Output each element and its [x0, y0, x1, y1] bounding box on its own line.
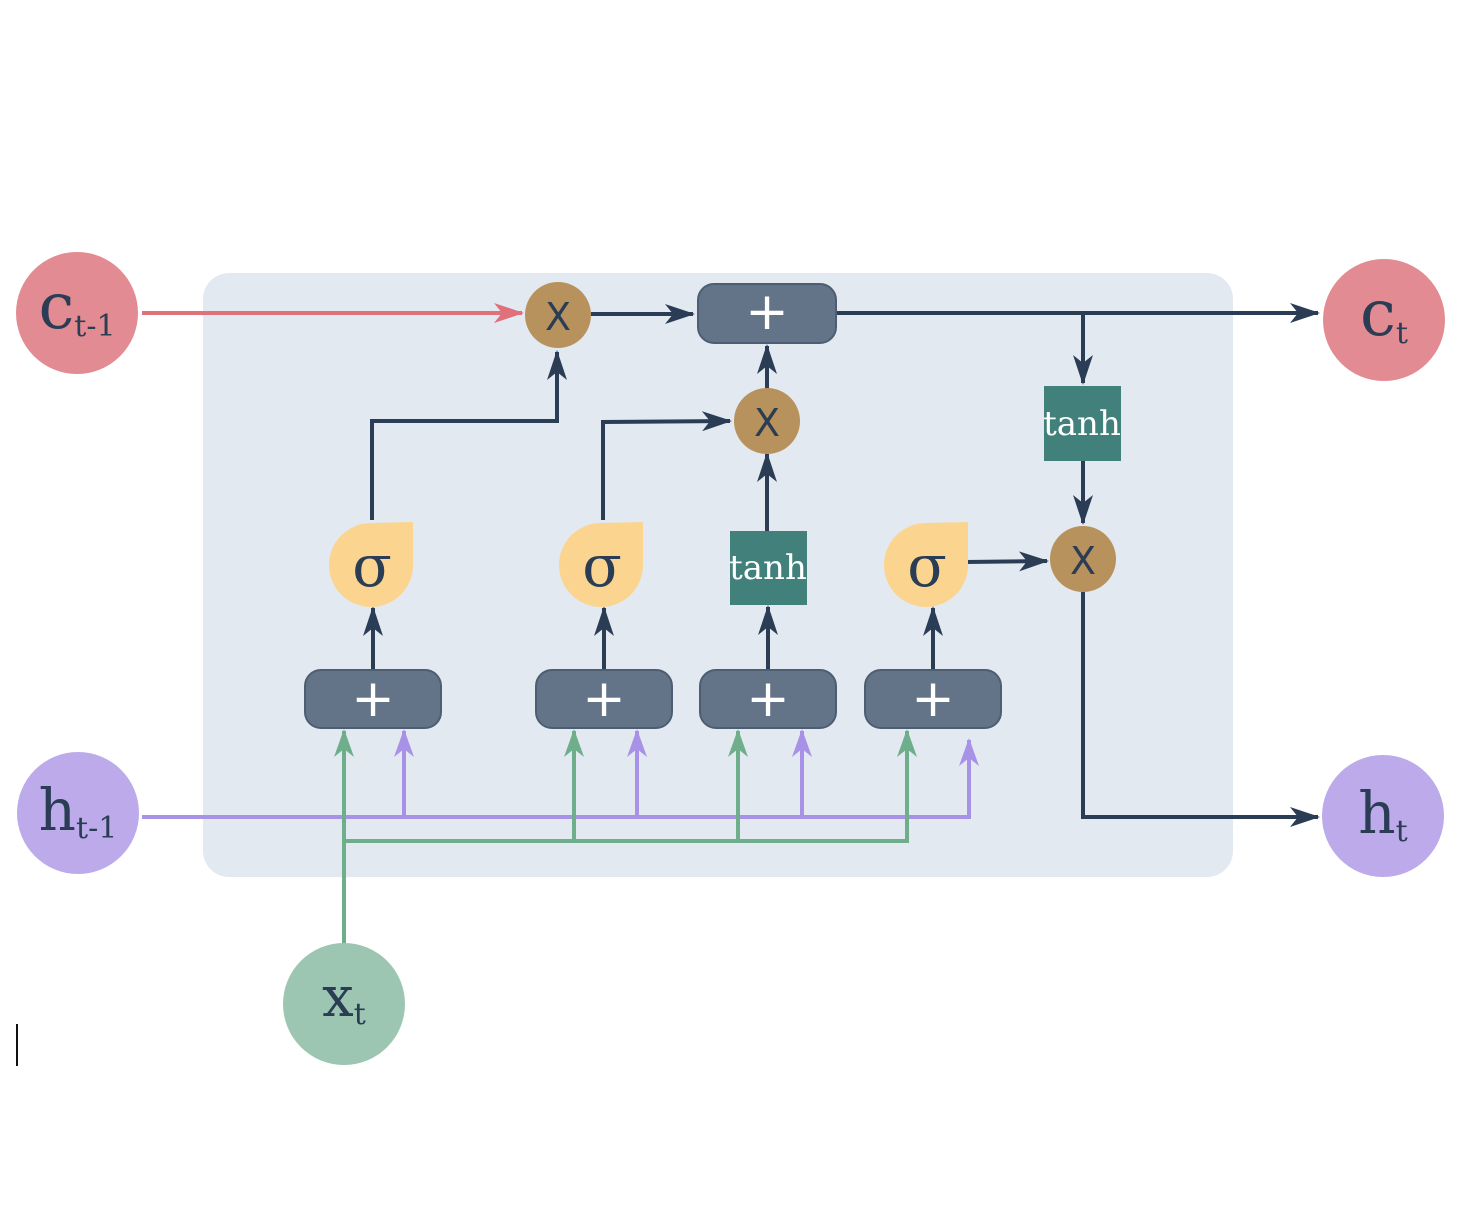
prev-cell-state-sub: t-1 [74, 309, 115, 344]
output-multiply-node: X [1050, 526, 1116, 592]
input-node: xt [283, 943, 405, 1065]
input-bus [344, 729, 917, 843]
input-add-node: + [535, 669, 673, 729]
candidate-add-node: + [699, 669, 837, 729]
output-to-hidden-line [1081, 592, 1320, 827]
svg-text:xt: xt [322, 965, 366, 1032]
forget-add-label: + [351, 669, 395, 729]
candidate-tanh-node: tanh [729, 531, 807, 605]
input-sigmoid-node: σ [559, 522, 643, 607]
forget-multiply-label: X [545, 295, 571, 339]
forget-gate-line [370, 350, 567, 520]
next-hidden-state-main: h [1358, 779, 1395, 847]
next-cell-state-main: c [1360, 277, 1396, 351]
output-multiply-label: X [1070, 539, 1096, 583]
forget-sigmoid-label: σ [352, 532, 392, 600]
prev-hidden-state-node: ht-1 [17, 752, 139, 874]
svg-text:ht: ht [1358, 779, 1407, 849]
prev-cell-state-node: ct-1 [16, 252, 138, 374]
prev-hidden-state-sub: t-1 [76, 811, 117, 846]
input-multiply-node: X [734, 388, 800, 454]
forget-sigmoid-node: σ [329, 522, 413, 607]
forget-multiply-node: X [525, 282, 591, 348]
output-sigmoid-label: σ [907, 532, 947, 600]
svg-text:ht-1: ht-1 [39, 776, 118, 846]
output-sigmoid-node: σ [884, 522, 968, 607]
output-add-label: + [911, 669, 955, 729]
cell-add-node: + [697, 282, 837, 344]
candidate-add-label: + [746, 669, 790, 729]
input-sub: t [354, 997, 366, 1032]
next-cell-state-node: ct [1323, 259, 1445, 381]
input-add-label: + [582, 669, 626, 729]
input-main: x [322, 965, 354, 1030]
output-gate-line [965, 551, 1049, 572]
input-sigmoid-label: σ [582, 532, 622, 600]
output-add-node: + [864, 669, 1002, 729]
cell-add-label: + [745, 282, 789, 342]
svg-text:ct: ct [1360, 277, 1408, 351]
next-hidden-state-node: ht [1322, 755, 1444, 877]
next-hidden-state-sub: t [1396, 814, 1408, 849]
prev-hidden-state-main: h [39, 776, 76, 844]
input-multiply-label: X [754, 401, 780, 445]
next-cell-state-sub: t [1396, 316, 1408, 351]
cell-tanh-label: tanh [1043, 404, 1121, 444]
text-cursor [16, 1024, 18, 1066]
forget-add-node: + [304, 669, 442, 729]
svg-text:ct-1: ct-1 [38, 270, 115, 344]
candidate-tanh-label: tanh [729, 548, 807, 588]
cell-tanh-node: tanh [1043, 386, 1121, 461]
input-gate-line [601, 411, 732, 520]
hidden-state-bus [142, 738, 979, 819]
prev-cell-state-main: c [38, 270, 74, 344]
